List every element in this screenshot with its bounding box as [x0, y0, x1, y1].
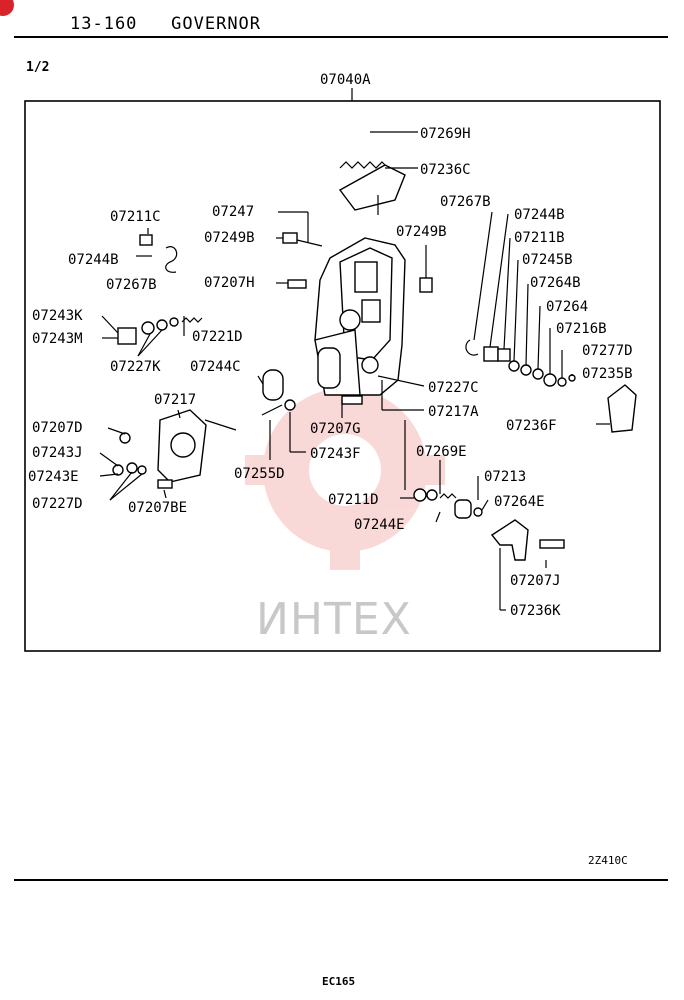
part-label: 07217A [428, 404, 479, 420]
footer-rule [14, 879, 668, 881]
part-label: 07269H [420, 126, 471, 142]
part-label: 07255D [234, 466, 285, 482]
part-label: 07243K [32, 308, 83, 324]
governor-housing [314, 237, 406, 396]
part-label: 07217 [154, 392, 196, 408]
drawing-code: 2Z410C [588, 854, 628, 867]
part-label: 07211B [514, 230, 565, 246]
part-label: 07264E [494, 494, 545, 510]
part-label: 07264 [546, 299, 588, 315]
part-label: 07207D [32, 420, 83, 436]
part-label: 07243F [310, 446, 361, 462]
part-label: 07264B [530, 275, 581, 291]
part-label: 07235B [582, 366, 633, 382]
part-label: 07207BE [128, 500, 187, 516]
part-label: 07207G [310, 421, 361, 437]
page-header: 13-160 GOVERNOR [70, 14, 261, 34]
part-label: 07236K [510, 603, 561, 619]
part-label: 07244E [354, 517, 405, 533]
part-label: 07236C [420, 162, 471, 178]
part-label: 07243M [32, 331, 83, 347]
part-label: 07227C [428, 380, 479, 396]
part-label: 07249B [396, 224, 447, 240]
part-label: 07247 [212, 204, 254, 220]
section-number: 13-160 [70, 14, 138, 34]
assembly-label: 07040A [320, 72, 371, 88]
part-label: 07227D [32, 496, 83, 512]
part-label: 07211D [328, 492, 379, 508]
part-label: 07236F [506, 418, 557, 434]
watermark-text: ИНТЕХ [256, 594, 412, 645]
assembly-frame [24, 100, 661, 652]
part-label: 07277D [582, 343, 633, 359]
leader-lines [99, 131, 610, 611]
part-label: 07269E [416, 444, 467, 460]
header-rule [14, 36, 668, 38]
part-label: 07213 [484, 469, 526, 485]
footer-code: EC165 [322, 975, 356, 988]
part-labels: 07269H 07236C 07267B 07244B 07211C 07247… [28, 126, 633, 619]
part-label: 07216B [556, 321, 607, 337]
part-label: 07245B [522, 252, 573, 268]
part-label: 07211C [110, 209, 161, 225]
part-label: 07267B [106, 277, 157, 293]
governor-spring [339, 161, 387, 169]
page-indicator: 1/2 [26, 60, 50, 75]
part-label: 07244B [514, 207, 565, 223]
part-label: 07244B [68, 252, 119, 268]
part-label: 07244C [190, 359, 241, 375]
part-label: 07249B [204, 230, 255, 246]
part-label: 07243J [32, 445, 83, 461]
part-label: 07227K [110, 359, 161, 375]
corner-mark [0, 0, 14, 16]
part-label: 07221D [192, 329, 243, 345]
part-label: 07207H [204, 275, 255, 291]
part-label: 07243E [28, 469, 79, 485]
section-title: GOVERNOR [171, 14, 262, 34]
part-label: 07267B [440, 194, 491, 210]
small-parts [112, 232, 637, 561]
part-label: 07207J [510, 573, 561, 589]
